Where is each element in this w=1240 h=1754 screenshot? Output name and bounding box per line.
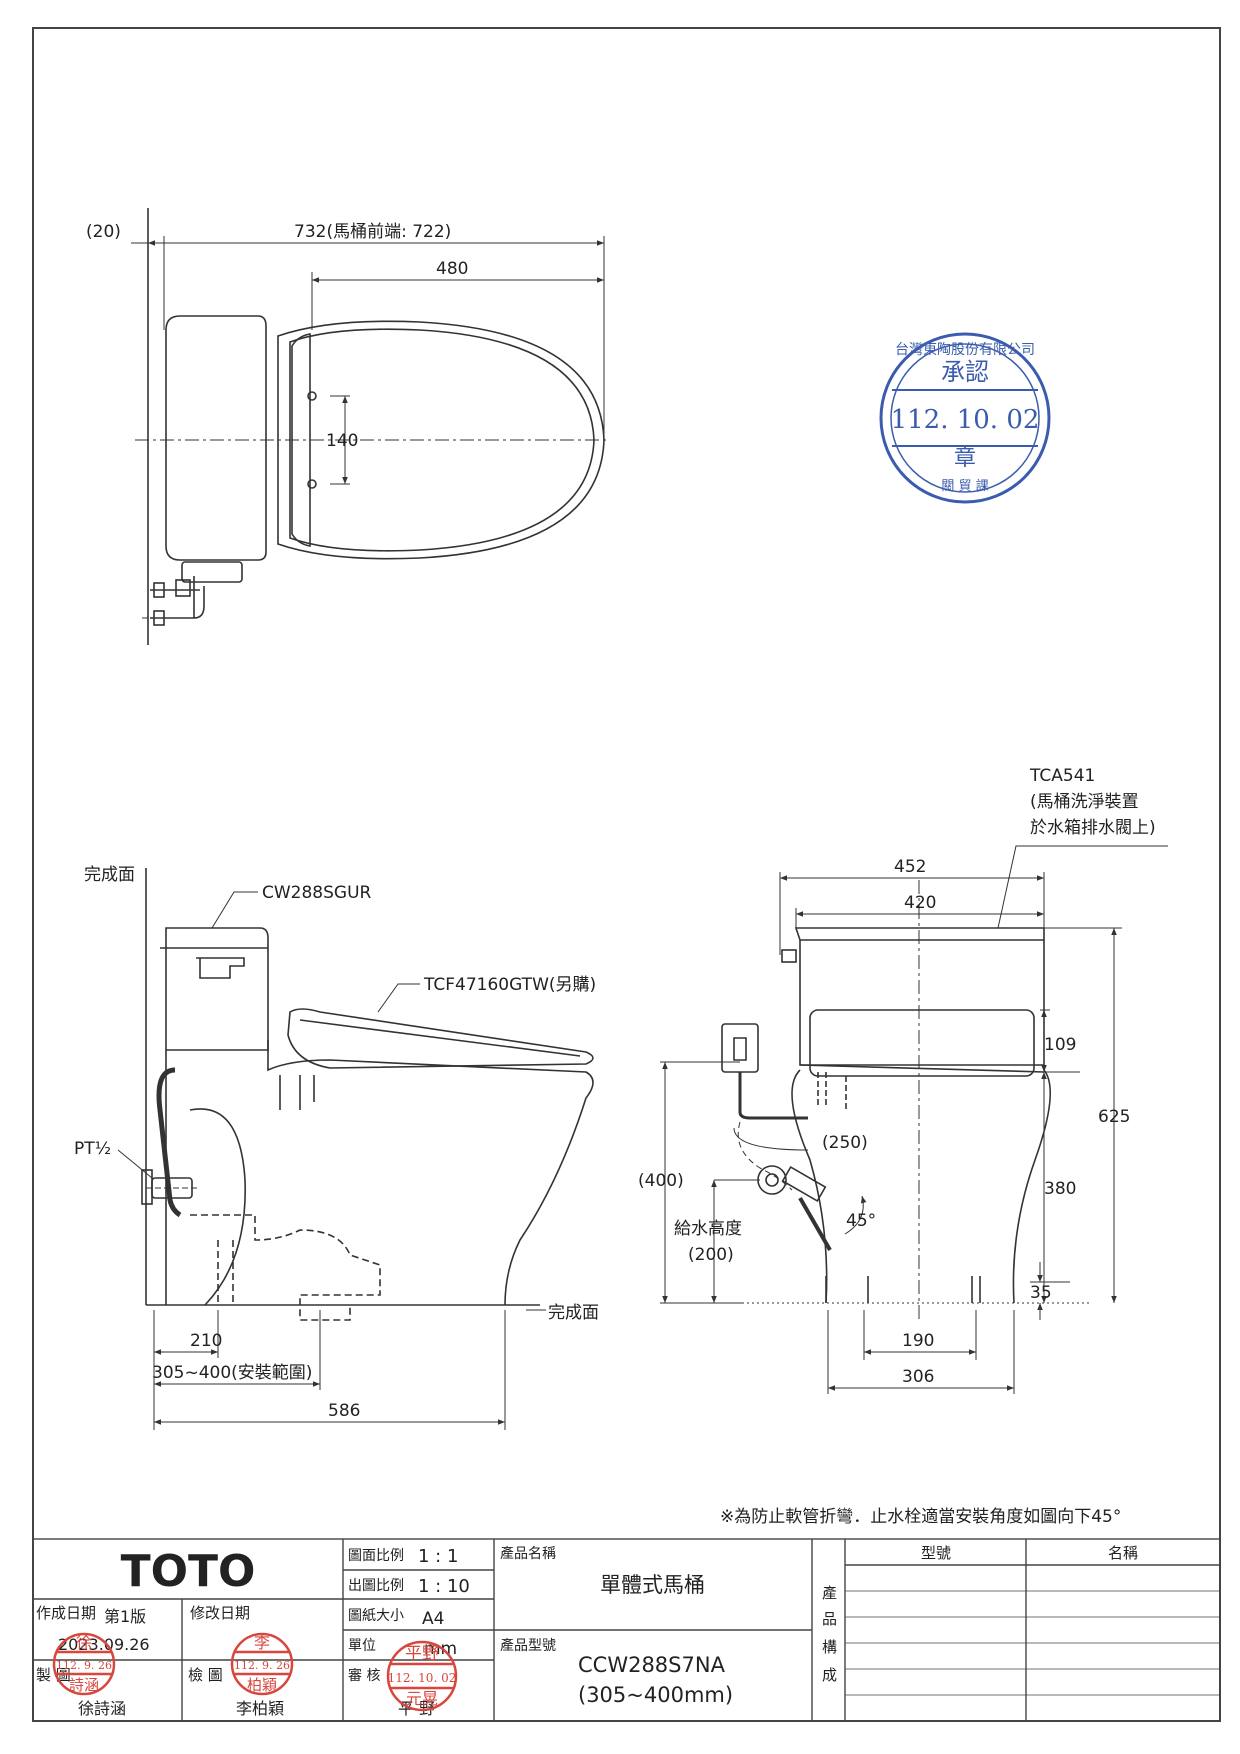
paper-size: A4 — [422, 1609, 444, 1629]
dim-400: (400) — [638, 1171, 684, 1191]
revised-date-label: 修改日期 — [190, 1604, 250, 1622]
dim-190: 190 — [902, 1331, 934, 1351]
checked-stamp-date: 112. 9. 26 — [234, 1659, 290, 1672]
supply-height-label: 給水高度 — [674, 1219, 742, 1239]
checked-stamp: 李 112. 9. 26 柏穎 — [230, 1632, 294, 1696]
tca541-line1: TCA541 — [1029, 766, 1095, 786]
edition: 第1版 — [104, 1607, 146, 1626]
dim-140: 140 — [326, 431, 358, 451]
product-model-label: 產品型號 — [500, 1637, 556, 1654]
dim-20: (20) — [86, 222, 121, 242]
dim-306: 306 — [902, 1367, 934, 1387]
drawn-stamp: 徐 112. 9. 26 詩涵 — [52, 1632, 116, 1696]
dim-732: 732(馬桶前端: 722) — [294, 222, 451, 242]
reviewed-stamp-top: 平野 — [405, 1644, 439, 1664]
pt-label: PT½ — [74, 1139, 111, 1159]
finish-surface-bottom: 完成面 — [548, 1303, 599, 1323]
sheet-border — [32, 27, 1221, 1722]
created-date-label: 作成日期 — [36, 1604, 96, 1622]
toto-logo: TOTO — [121, 1546, 256, 1597]
dim-625: 625 — [1098, 1107, 1130, 1127]
checked-label: 檢 圖 — [188, 1666, 223, 1684]
dim-35: 35 — [1030, 1283, 1052, 1303]
composition-label-4: 成 — [822, 1666, 837, 1684]
reviewed-stamp-bottom: 元晃 — [406, 1689, 438, 1708]
model-column-header: 型號 — [921, 1544, 951, 1562]
tca541-line3: 於水箱排水閥上) — [1030, 818, 1156, 838]
name-column-header: 名稱 — [1108, 1544, 1138, 1562]
product-name: 單體式馬桶 — [600, 1573, 705, 1597]
drawing-scale: 1 : 1 — [418, 1546, 458, 1567]
approval-stamp: 台灣東陶股份有限公司 承認 112. 10. 02 章 關 貿 課 — [879, 332, 1051, 504]
reviewed-label: 審 核 — [348, 1668, 380, 1684]
paper-size-label: 圖紙大小 — [348, 1608, 404, 1624]
approval-date: 112. 10. 02 — [891, 405, 1040, 435]
dim-109: 109 — [1044, 1035, 1076, 1055]
composition-label-2: 品 — [822, 1610, 837, 1628]
checked-stamp-top: 李 — [254, 1633, 270, 1652]
dim-480: 480 — [436, 259, 468, 279]
tcf47160gtw-label: TCF47160GTW(另購) — [423, 975, 596, 995]
dim-420: 420 — [904, 893, 936, 913]
dim-250: (250) — [822, 1133, 868, 1153]
drawn-stamp-top: 徐 — [76, 1633, 92, 1652]
drawn-name: 徐詩涵 — [78, 1699, 126, 1718]
output-scale: 1 : 10 — [418, 1576, 470, 1597]
reviewed-stamp-date: 112. 10. 02 — [388, 1671, 457, 1685]
finish-surface-top: 完成面 — [84, 865, 135, 885]
dim-380: 380 — [1044, 1179, 1076, 1199]
dim-586: 586 — [328, 1401, 360, 1421]
created-date: 2023.09.26 — [58, 1635, 150, 1654]
dim-305-400: 305~400(安裝範圍) — [152, 1363, 312, 1383]
checked-stamp-bottom: 柏穎 — [247, 1676, 277, 1694]
approval-bottom: 關 貿 課 — [941, 478, 988, 494]
dim-210: 210 — [190, 1331, 222, 1351]
approval-seal: 章 — [954, 446, 976, 471]
product-model: CCW288S7NA — [578, 1653, 726, 1677]
drawing-scale-label: 圖面比例 — [348, 1548, 404, 1564]
drawn-label: 製 圖 — [36, 1666, 71, 1684]
drawn-stamp-date: 112. 9. 26 — [56, 1659, 112, 1672]
approval-ring-text: 台灣東陶股份有限公司 — [895, 342, 1035, 358]
side-view — [117, 868, 594, 1430]
dim-452: 452 — [894, 857, 926, 877]
reviewed-stamp: 平野 112. 10. 02 元晃 — [386, 1640, 458, 1712]
approval-label: 承認 — [941, 358, 989, 386]
angle-45: 45° — [846, 1211, 876, 1231]
checked-name: 李柏穎 — [236, 1699, 284, 1718]
cw288sgur-label: CW288SGUR — [262, 883, 372, 903]
drawn-stamp-bottom: 詩涵 — [69, 1676, 99, 1694]
unit-label: 單位 — [348, 1638, 376, 1654]
composition-label-1: 產 — [822, 1584, 837, 1602]
tca541-line2: (馬桶洗淨裝置 — [1030, 792, 1139, 812]
front-view — [660, 845, 1168, 1394]
composition-label-3: 構 — [822, 1638, 837, 1656]
product-name-label: 產品名稱 — [500, 1545, 556, 1562]
product-range: (305~400mm) — [578, 1683, 733, 1707]
installation-note: ※為防止軟管折彎．止水栓適當安裝角度如圖向下45° — [720, 1507, 1121, 1527]
output-scale-label: 出圖比例 — [348, 1578, 404, 1594]
supply-height-200: (200) — [688, 1245, 734, 1265]
top-view — [131, 208, 610, 645]
